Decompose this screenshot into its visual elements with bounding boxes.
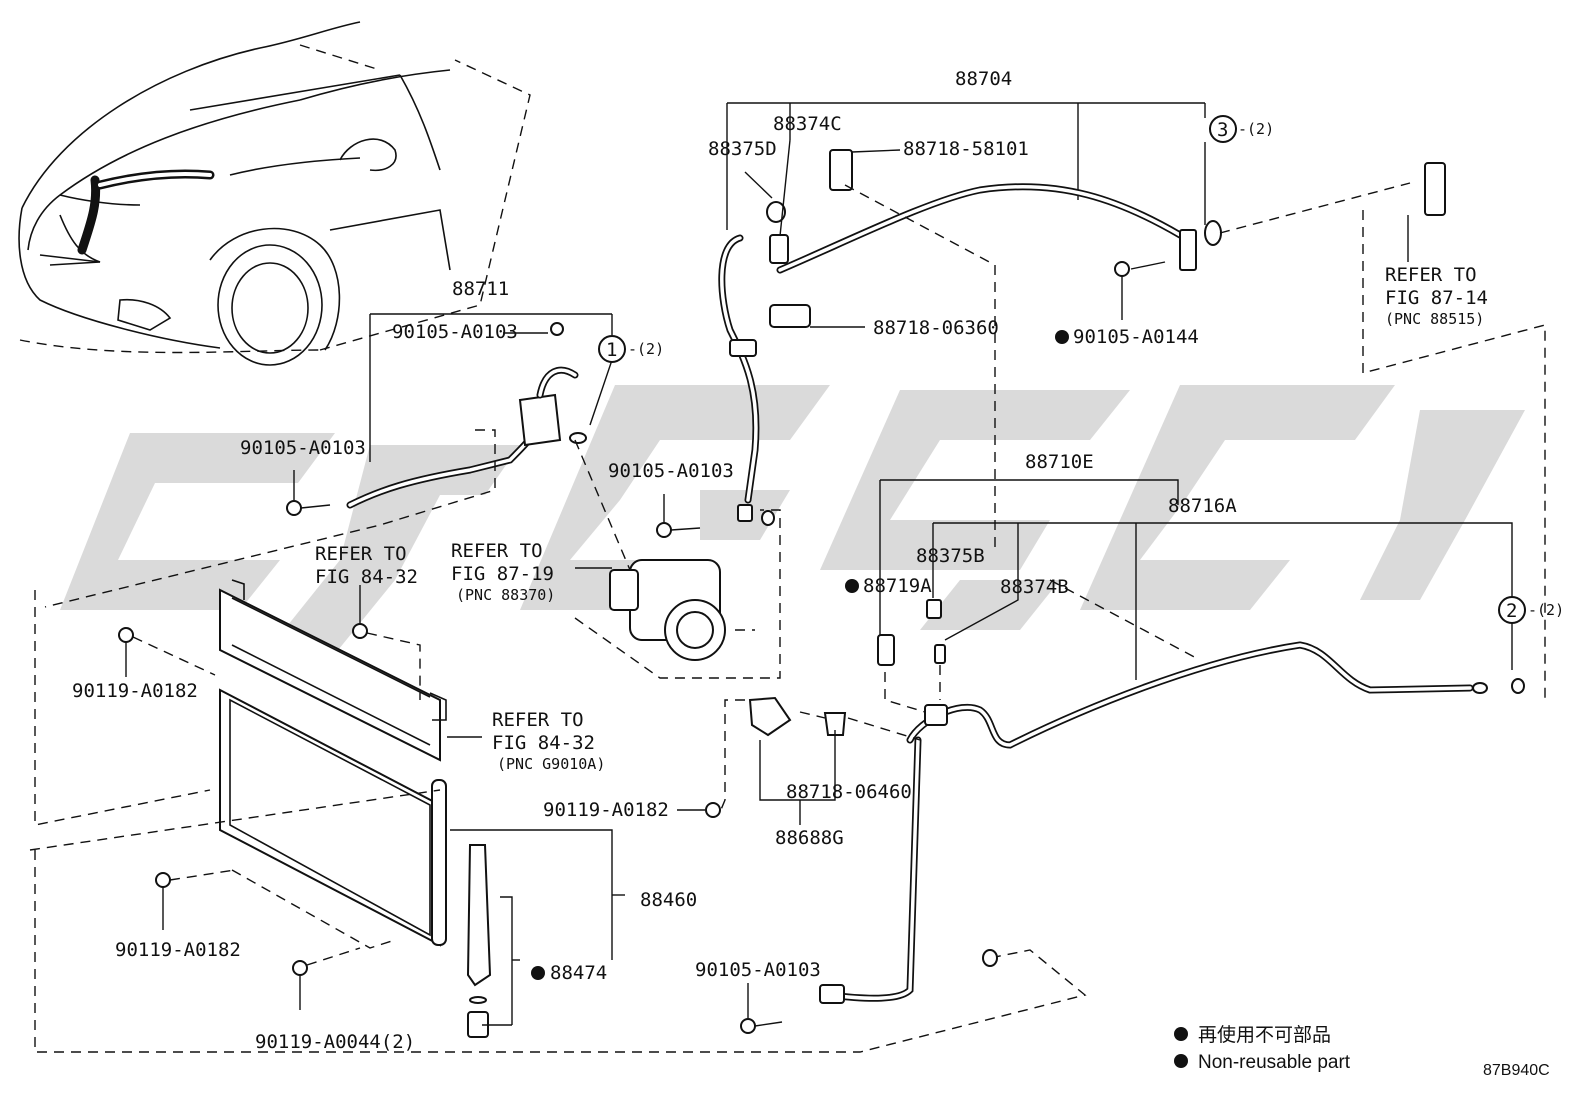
label-refer-87-19-line3: (PNC 88370) bbox=[456, 586, 555, 604]
label-90105-A0103-top: 90105-A0103 bbox=[392, 321, 518, 343]
compressor bbox=[574, 494, 781, 679]
discharge-hose-88704 bbox=[718, 102, 1546, 700]
label-88710E: 88710E bbox=[1025, 451, 1094, 473]
label-88375B: 88375B bbox=[916, 545, 985, 567]
label-90119-A0044: 90119-A0044(2) bbox=[255, 1031, 415, 1053]
label-90119-A0182-mid: 90119-A0182 bbox=[543, 799, 669, 821]
vehicle-outline bbox=[18, 21, 531, 366]
label-refer-84-32-b-line3: (PNC G9010A) bbox=[497, 755, 605, 773]
legend-bullet-1 bbox=[1174, 1027, 1188, 1041]
label-circle-3: 3 bbox=[1217, 119, 1228, 141]
label-88460: 88460 bbox=[640, 889, 697, 911]
label-circle-2: 2 bbox=[1506, 600, 1517, 622]
label-90119-A0182-top: 90119-A0182 bbox=[72, 680, 198, 702]
non-reusable-marker-88719A bbox=[845, 579, 859, 593]
label-90119-A0182-low: 90119-A0182 bbox=[115, 939, 241, 961]
label-88718-58101: 88718-58101 bbox=[903, 138, 1029, 160]
label-refer-84-32-a-line2: FIG 84-32 bbox=[315, 566, 418, 588]
legend-item-english: Non-reusable part bbox=[1198, 1052, 1351, 1073]
label-90105-A0103-left: 90105-A0103 bbox=[240, 437, 366, 459]
figure-code: 87B940C bbox=[1483, 1062, 1550, 1079]
label-circle-1: 1 bbox=[606, 339, 617, 361]
label-88374C: 88374C bbox=[773, 113, 842, 135]
legend-bullet-2 bbox=[1174, 1054, 1188, 1068]
part-labels: 88704 88374C 88375D 88718-58101 3 -(2) 8… bbox=[72, 68, 1564, 1053]
label-refer-87-14-line3: (PNC 88515) bbox=[1385, 310, 1484, 328]
legend-item-japanese: 再使用不可部品 bbox=[1198, 1024, 1331, 1046]
label-refer-87-14-line1: REFER TO bbox=[1385, 264, 1477, 286]
label-refer-84-32-b-line2: FIG 84-32 bbox=[492, 732, 595, 754]
pipe-88710E-88716A bbox=[677, 479, 1526, 1034]
label-refer-87-19-line1: REFER TO bbox=[451, 540, 543, 562]
label-refer-84-32-b-line1: REFER TO bbox=[492, 709, 584, 731]
label-refer-84-32-a-line1: REFER TO bbox=[315, 543, 407, 565]
label-qty-3: -(2) bbox=[1238, 120, 1274, 138]
label-88688G: 88688G bbox=[775, 827, 844, 849]
label-88375D: 88375D bbox=[708, 138, 777, 160]
label-qty-2: -(2) bbox=[1528, 601, 1564, 619]
legend: 再使用不可部品 Non-reusable part 87B940C bbox=[1174, 1024, 1550, 1079]
label-refer-87-14-line2: FIG 87-14 bbox=[1385, 287, 1488, 309]
non-reusable-marker-88474 bbox=[531, 966, 545, 980]
label-88718-06460: 88718-06460 bbox=[786, 781, 912, 803]
pipe-88711 bbox=[44, 313, 631, 608]
label-refer-87-19-line2: FIG 87-19 bbox=[451, 563, 554, 585]
label-88716A: 88716A bbox=[1168, 495, 1237, 517]
label-90105-A0144: 90105-A0144 bbox=[1073, 326, 1199, 348]
non-reusable-marker-90105-A0144 bbox=[1055, 330, 1069, 344]
label-88374B: 88374B bbox=[1000, 576, 1069, 598]
label-90105-A0103-mid: 90105-A0103 bbox=[608, 460, 734, 482]
label-88711: 88711 bbox=[452, 278, 509, 300]
label-88704: 88704 bbox=[955, 68, 1012, 90]
label-88474: 88474 bbox=[550, 962, 607, 984]
watermark-logo bbox=[60, 385, 1525, 660]
label-90105-A0103-bottom: 90105-A0103 bbox=[695, 959, 821, 981]
condenser-assembly bbox=[29, 579, 1087, 1053]
label-qty-1: -(2) bbox=[628, 340, 664, 358]
label-88718-06360: 88718-06360 bbox=[873, 317, 999, 339]
label-88719A: 88719A bbox=[863, 575, 932, 597]
